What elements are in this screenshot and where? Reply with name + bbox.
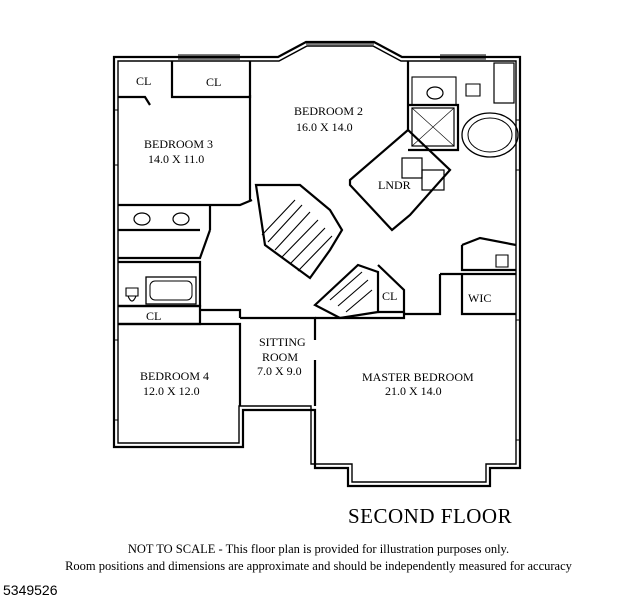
window-right [516,119,521,171]
bedroom3-dims: 14.0 X 11.0 [148,152,205,166]
stairs [313,263,380,320]
shower-icon [493,62,515,104]
wall [377,264,406,314]
listing-id: 5349526 [3,582,58,598]
toilet-icon [495,254,509,268]
wall [440,272,516,316]
stairs [254,183,344,280]
laundry-label: LNDR [378,178,411,192]
disclaimer-line2: Room positions and dimensions are approx… [65,559,572,573]
window-left [114,339,119,421]
master-bedroom-label: MASTER BEDROOM [362,370,474,384]
wall [404,274,442,316]
shower-icon [411,107,455,147]
exterior-wall-inner [117,45,517,483]
window-top-right [440,54,486,60]
closet-label-top-mid: CL [206,75,222,89]
sitting-room-dims: 7.0 X 9.0 [257,364,302,378]
wall [118,304,242,326]
bedroom4-dims: 12.0 X 12.0 [143,384,200,398]
wall [118,322,242,406]
sitting-room-label-line2: ROOM [262,350,299,364]
disclaimer-line1: NOT TO SCALE - This floor plan is provid… [127,542,510,556]
washer-icon [401,157,423,179]
vanity [411,76,457,106]
sink-icon [172,212,190,226]
floor-title: SECOND FLOOR [348,504,513,528]
toilet-icon [465,83,481,97]
exterior-wall [112,40,522,488]
wall [315,312,406,320]
sink-icon [426,86,444,100]
bedroom3-label: BEDROOM 3 [144,137,214,151]
bedroom2-dims: 16.0 X 14.0 [296,120,353,134]
sitting-room-label-line1: SITTING [259,335,306,349]
wall [118,198,253,260]
toilet-icon [125,287,139,302]
tub-icon [461,112,519,158]
tub-icon [145,276,197,305]
closet-label-top-left: CL [136,74,152,88]
wic-label: WIC [468,291,492,305]
closet-label-bath: CL [146,309,162,323]
wall [460,236,517,272]
bedroom4-label: BEDROOM 4 [140,369,210,383]
dryer-icon [421,169,445,191]
master-bedroom-dims: 21.0 X 14.0 [385,384,442,398]
closet-label-hall: CL [382,289,398,303]
window-top-left [178,54,240,60]
sink-icon [133,212,151,226]
bedroom2-label: BEDROOM 2 [294,104,364,118]
window-right [516,319,521,441]
window-left [114,109,119,166]
